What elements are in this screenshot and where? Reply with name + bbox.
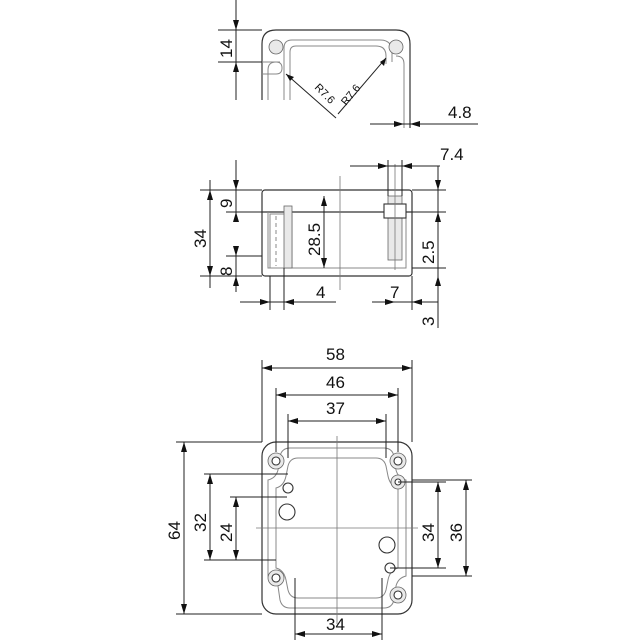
corner-hole-bottom-left-inner	[271, 573, 281, 583]
dim-side-offset-left: 4	[240, 268, 336, 310]
dim-side-top-label: 9	[217, 199, 236, 208]
dim-side-overall: 34	[191, 180, 262, 288]
side-view: 34 9 8 28.5	[191, 145, 464, 328]
dim-side-base-label: 3	[419, 317, 438, 326]
mount-boss-left	[282, 482, 294, 494]
dim-top-view-wall: 4.8	[370, 103, 478, 127]
top-view-inner-channel-2	[289, 45, 387, 100]
radius-arrow-right	[380, 58, 386, 66]
dim-side-insert-label: 2.5	[419, 240, 438, 264]
dim-side-bottom: 8	[217, 246, 262, 292]
dim-bottom-height-right-a: 34	[390, 481, 446, 569]
radius-label-right: R7.6	[339, 82, 363, 108]
top-view-hole-right	[388, 39, 404, 55]
dim-bottom-width-bottom-label: 34	[326, 615, 345, 634]
dim-bottom-width-bottom: 34	[294, 578, 383, 640]
dim-bottom-width-outer: 58	[261, 345, 413, 442]
top-view-outline	[261, 29, 411, 128]
dim-top-view-height-label: 14	[217, 39, 236, 58]
side-view-left-screw	[283, 205, 293, 269]
dim-bottom-height-outer-label: 64	[165, 521, 184, 540]
top-view-inner-wall	[267, 61, 280, 100]
dim-side-inner-label: 28.5	[305, 223, 324, 256]
dim-bottom-height-left-b: 24	[217, 496, 287, 561]
radius-arrow-left	[286, 74, 294, 81]
dim-bottom-height-left-b-label: 24	[217, 523, 236, 542]
dim-bottom-width-inner: 37	[287, 399, 387, 458]
corner-hole-top-right-inner	[393, 456, 403, 466]
corner-hole-top-left-inner	[271, 456, 281, 466]
dim-side-offset-right: 7	[372, 276, 438, 310]
dim-bottom-width-outer-label: 58	[326, 345, 345, 364]
dim-bottom-height-right-a-label: 34	[419, 523, 438, 542]
side-view-body	[261, 189, 413, 277]
dim-side-top-right: 7.4	[350, 145, 464, 196]
radius-leader-right	[337, 57, 387, 115]
dim-side-base: 3	[412, 267, 446, 328]
dim-side-inner: 28.5	[305, 196, 327, 268]
dim-bottom-height-outer: 64	[165, 441, 262, 615]
top-view-hole-left	[268, 39, 284, 55]
top-view-inner-wall-right	[395, 55, 405, 128]
radius-label-left: R7.6	[312, 82, 337, 107]
dim-bottom-width-mid-label: 46	[326, 373, 345, 392]
dim-bottom-height-right-b: 36	[412, 479, 472, 577]
bottom-view: 58 46 37 34	[165, 345, 472, 640]
dim-bottom-width-mid: 46	[275, 373, 399, 452]
dim-side-offset-left-label: 4	[316, 283, 325, 302]
dim-side-overall-label: 34	[191, 229, 210, 248]
dim-side-top-right-label: 7.4	[440, 145, 464, 164]
dim-bottom-height-right-b-label: 36	[447, 523, 466, 542]
top-view: R7.6 R7.6 14 4.8	[217, 0, 478, 128]
dim-side-insert: 2.5	[412, 166, 446, 276]
radius-leader-left	[285, 73, 337, 119]
side-view-cavity	[267, 212, 407, 269]
corner-hole-bottom-right-inner	[393, 590, 403, 600]
dim-top-view-height: 14	[217, 0, 262, 100]
dim-side-offset-right-label: 7	[390, 283, 399, 302]
dim-top-view-wall-label: 4.8	[448, 103, 472, 122]
dim-side-bottom-label: 8	[217, 267, 236, 276]
dim-side-top: 9	[217, 160, 262, 222]
mount-boss-right-mid	[378, 536, 396, 554]
dim-bottom-width-inner-label: 37	[326, 399, 345, 418]
dim-bottom-height-left-a-label: 32	[191, 513, 210, 532]
bottom-view-rim	[267, 447, 407, 609]
bottom-view-inner-cavity	[275, 457, 399, 599]
dim-bottom-height-left-a: 32	[191, 473, 288, 561]
mount-boss-left-mid	[278, 503, 296, 521]
top-view-slot	[262, 61, 283, 75]
